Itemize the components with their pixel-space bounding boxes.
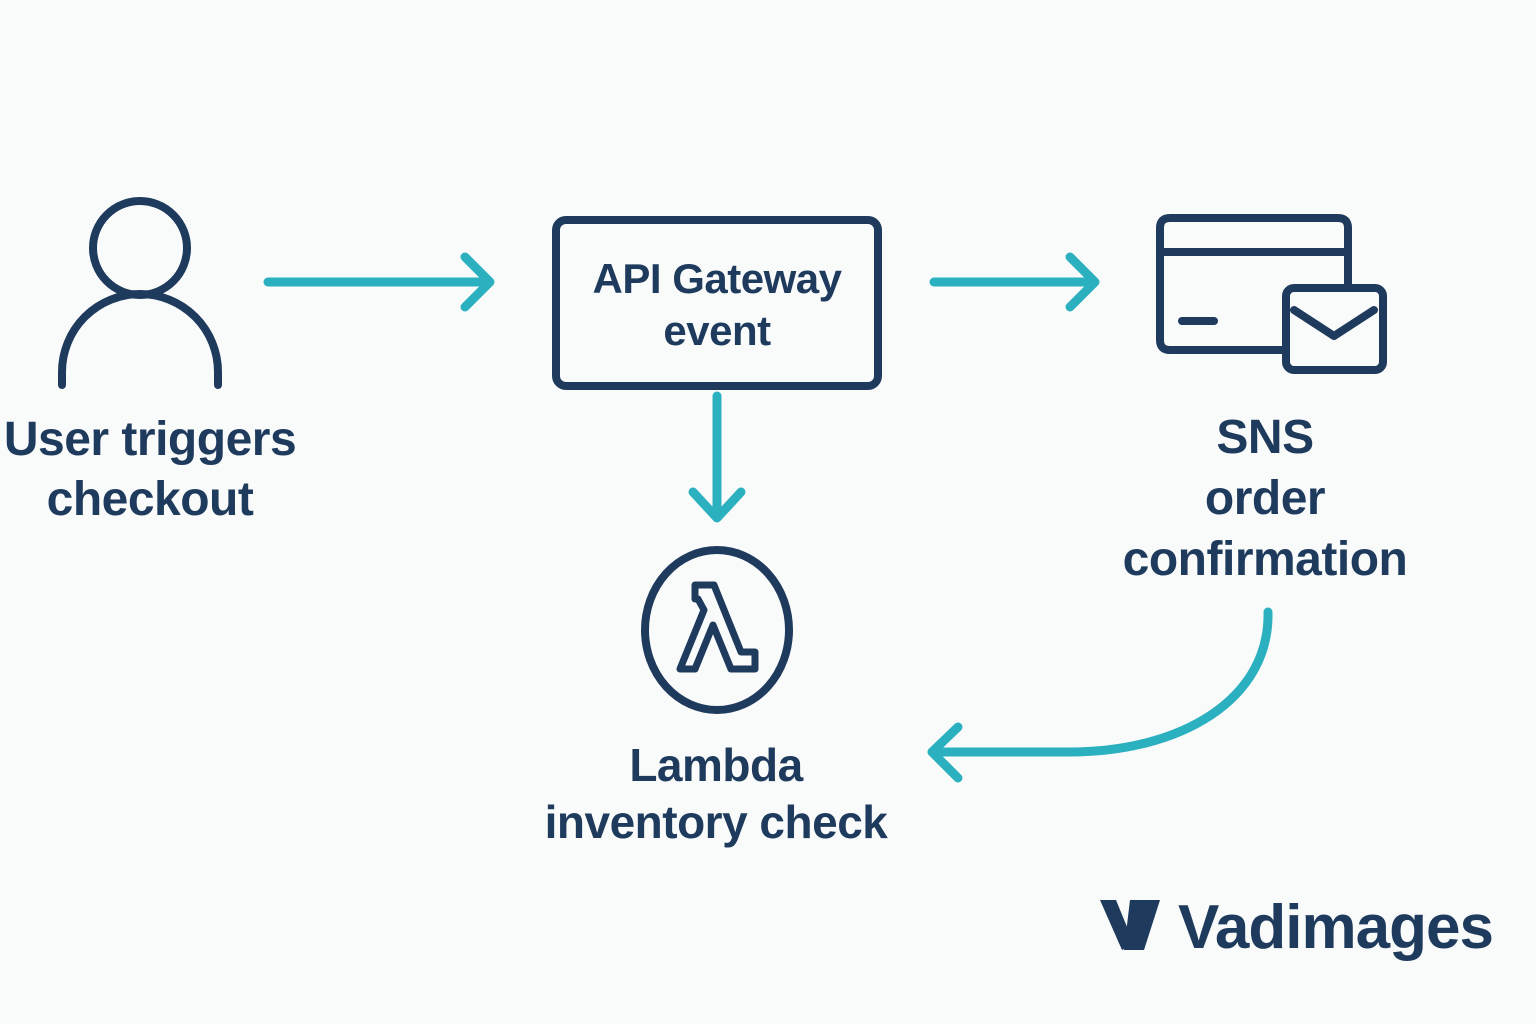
sns-label-line1: SNS xyxy=(1216,411,1314,464)
api-gateway-label: API Gateway event xyxy=(556,258,878,362)
arrow-user-to-api xyxy=(263,252,495,312)
api-gateway-label-line2: event xyxy=(663,307,771,354)
brand-name: Vadimages xyxy=(1178,893,1494,962)
lambda-icon xyxy=(641,546,793,714)
user-label-line2: checkout xyxy=(46,473,254,526)
credit-card-envelope-icon xyxy=(1156,214,1387,374)
sns-label: SNS order confirmation xyxy=(1100,414,1430,597)
lambda-label-line1: Lambda xyxy=(629,739,803,791)
v-logo-icon xyxy=(1100,900,1160,950)
user-label-line1: User triggers xyxy=(3,413,297,466)
user-icon xyxy=(58,197,222,389)
lambda-label: Lambda inventory check xyxy=(516,742,916,856)
sns-label-line3: confirmation xyxy=(1122,533,1408,586)
lambda-label-line2: inventory check xyxy=(544,796,888,848)
brand: Vadimages xyxy=(1098,892,1494,963)
user-label: User triggers checkout xyxy=(0,416,300,536)
arrow-api-to-sns xyxy=(929,252,1100,312)
arrow-sns-to-lambda xyxy=(927,607,1273,783)
api-gateway-label-line1: API Gateway xyxy=(592,255,842,302)
api-gateway-box xyxy=(552,216,882,390)
arrow-api-to-lambda xyxy=(688,391,746,523)
sns-label-line2: order xyxy=(1204,472,1326,525)
